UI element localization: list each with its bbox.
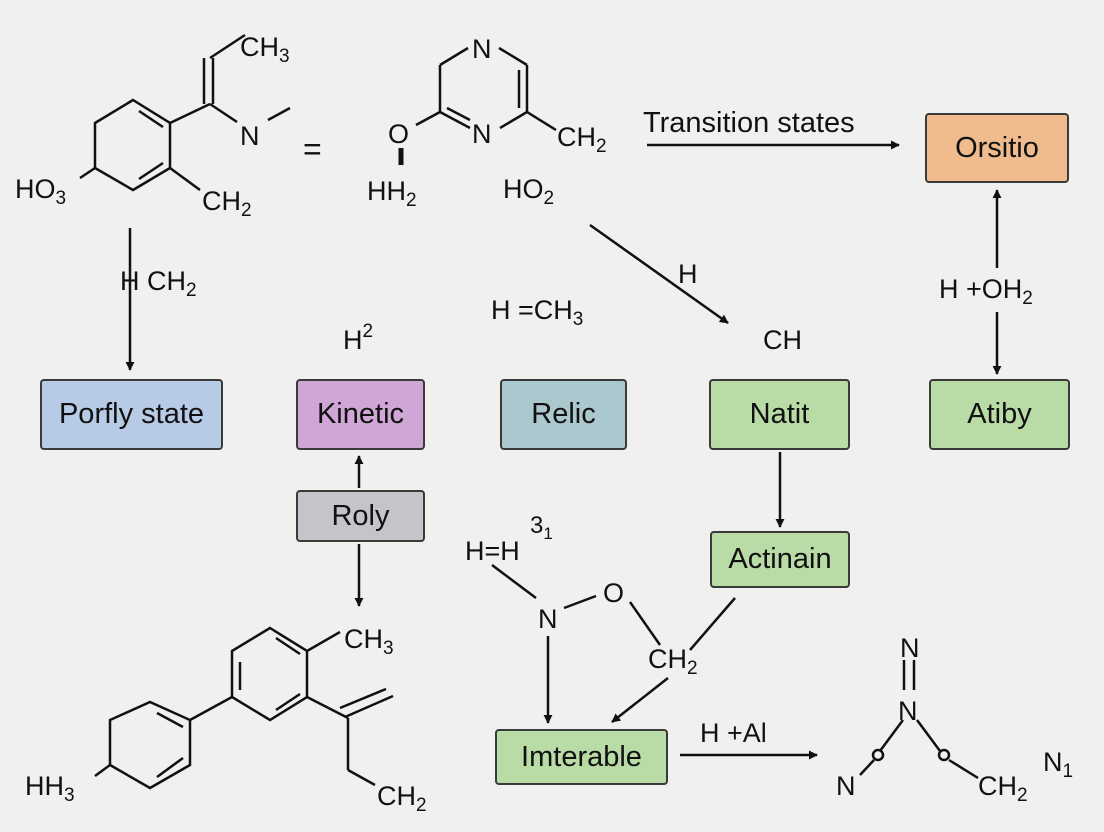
- arrow-to-natit-diagonal: [589, 223, 729, 325]
- m2-n-mid: N: [472, 119, 492, 149]
- actinain-box[interactable]: Actinain: [710, 531, 850, 588]
- m1-ch2: CH2: [202, 186, 252, 221]
- h2-label: H2: [343, 321, 373, 355]
- roly-box[interactable]: Roly: [296, 490, 425, 542]
- h-ch3-label: H =CH3: [491, 295, 583, 330]
- m5-n1: N1: [1043, 747, 1073, 782]
- m3-ch2: CH2: [648, 644, 698, 679]
- m4-hh3: HH3: [25, 771, 75, 806]
- m4-ch2: CH2: [377, 781, 427, 816]
- m2-hh2: HH2: [367, 176, 417, 211]
- m3-hh: H=H: [465, 536, 520, 566]
- h-oh2-label: H +OH2: [939, 274, 1033, 309]
- molecule-top-left: [79, 33, 291, 192]
- m3-n: N: [538, 604, 558, 634]
- m1-n: N: [240, 121, 260, 151]
- m4-ch3: CH3: [344, 624, 394, 659]
- natit-box[interactable]: Natit: [709, 379, 850, 450]
- imterable-box[interactable]: Imterable: [495, 729, 668, 785]
- m2-ch2: CH2: [557, 122, 607, 157]
- m5-ch2: CH2: [978, 771, 1028, 806]
- ch-label: CH: [763, 325, 802, 355]
- orsitio-box[interactable]: Orsitio: [925, 113, 1069, 183]
- kinetic-box[interactable]: Kinetic: [296, 379, 425, 450]
- m3-sup: 31: [530, 512, 553, 543]
- m5-n-top: N: [900, 633, 920, 663]
- molecule-bottom-left: [94, 626, 394, 790]
- molecule-center: [491, 564, 736, 651]
- m3-o: O: [603, 578, 624, 608]
- porfly-state-box[interactable]: Porfly state: [40, 379, 223, 450]
- m2-o: O: [388, 119, 409, 149]
- m2-n-top: N: [472, 34, 492, 64]
- transition-states-label: Transition states: [643, 107, 855, 139]
- molecule-top-center: [398, 46, 557, 165]
- m1-ho3: HO3: [15, 174, 66, 209]
- m5-n-mid: N: [898, 696, 918, 726]
- molecule-bottom-right: [859, 660, 979, 780]
- h-diagonal-label: H: [678, 259, 698, 289]
- h-ch2-label: H CH2: [120, 266, 197, 301]
- arrow-ch2-imterable: [611, 677, 669, 723]
- m5-n-left: N: [836, 771, 856, 801]
- m1-ch3: CH3: [240, 32, 290, 67]
- equals-sign: =: [303, 131, 322, 167]
- h-al-label: H +Al: [700, 718, 767, 748]
- m2-ho2: HO2: [503, 174, 554, 209]
- relic-box[interactable]: Relic: [500, 379, 627, 450]
- atiby-box[interactable]: Atiby: [929, 379, 1070, 450]
